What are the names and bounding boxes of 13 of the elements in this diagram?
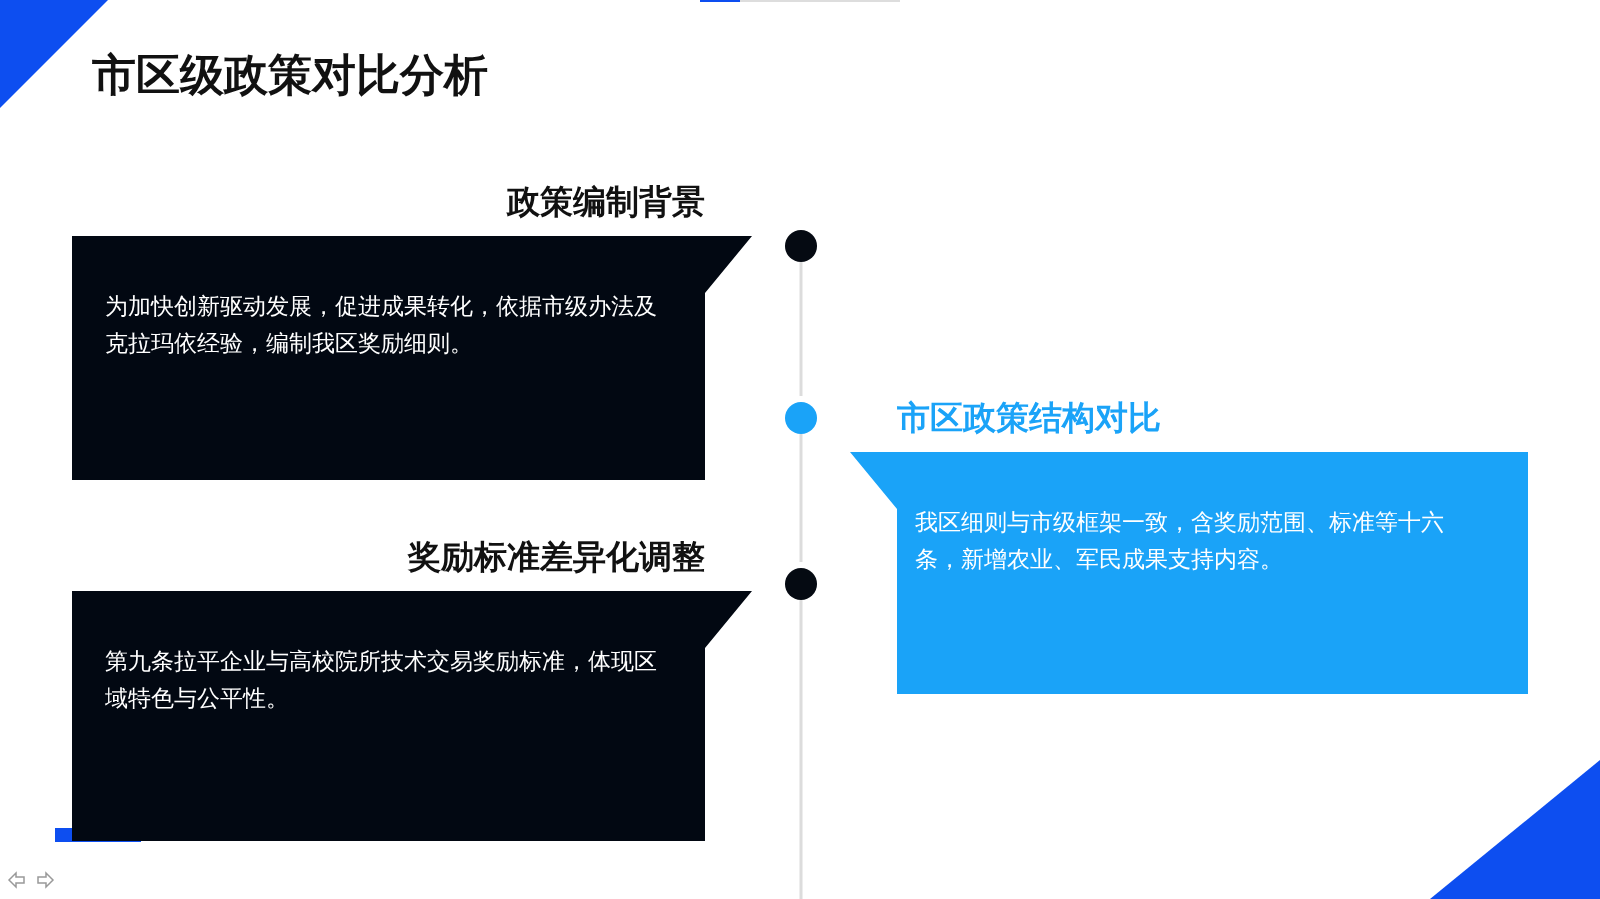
timeline-line — [799, 600, 803, 899]
section-heading: 市区政策结构对比 — [897, 397, 1161, 439]
section-heading: 奖励标准差异化调整 — [408, 536, 705, 578]
section-heading: 政策编制背景 — [507, 181, 705, 223]
body-text: 我区细则与市级框架一致，含奖励范围、标准等十六条，新增农业、军民成果支持内容。 — [915, 508, 1445, 574]
slide-title: 市区级政策对比分析 — [92, 48, 488, 102]
timeline-dot — [785, 568, 817, 600]
body-text: 为加快创新驱动发展，促进成果转化，依据市级办法及克拉玛依经验，编制我区奖励细则。 — [105, 292, 658, 358]
timeline-dot — [785, 402, 817, 434]
timeline-line — [799, 262, 803, 396]
timeline-line — [799, 434, 803, 562]
body-text: 第九条拉平企业与高校院所技术交易奖励标准，体现区域特色与公平性。 — [105, 647, 658, 713]
timeline-dot — [785, 230, 817, 262]
